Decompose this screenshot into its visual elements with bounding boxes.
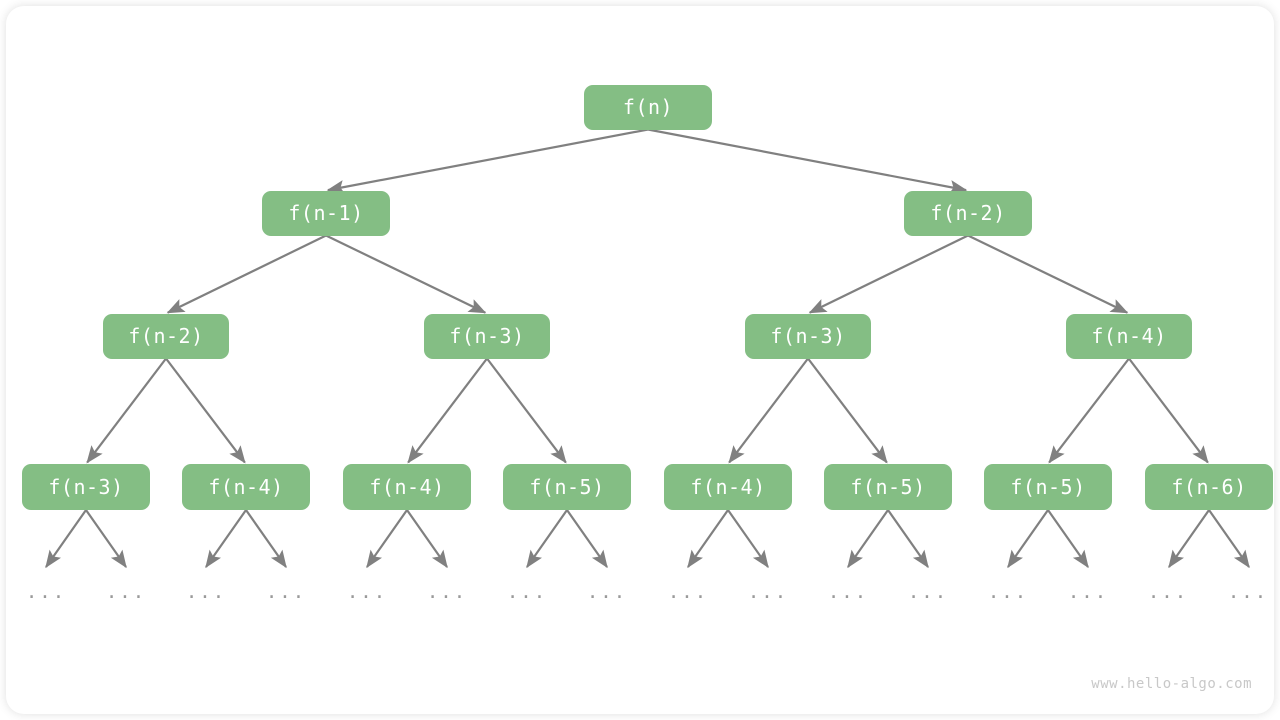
tree-node-fn: f(n) <box>584 84 712 130</box>
tree-edge <box>325 234 487 314</box>
tree-stub-edge <box>566 509 608 569</box>
tree-node-fn-3: f(n-3) <box>424 313 550 359</box>
ellipsis-marker: ... <box>1147 581 1189 603</box>
tree-stub-edge <box>1047 509 1089 569</box>
ellipsis-marker: ... <box>105 581 147 603</box>
tree-stub-edge <box>1168 509 1210 569</box>
tree-node-fn-4: f(n-4) <box>1066 313 1192 359</box>
tree-edge <box>1128 357 1209 464</box>
tree-node-label: f(n-2) <box>930 201 1006 225</box>
tree-node-fn-5: f(n-5) <box>824 464 952 510</box>
ellipsis-marker: ... <box>667 581 709 603</box>
tree-edge <box>486 357 567 464</box>
tree-node-fn-3: f(n-3) <box>745 313 871 359</box>
tree-stub-edge <box>406 509 448 569</box>
tree-node-fn-4: f(n-4) <box>664 464 792 510</box>
ellipsis-marker: ... <box>586 581 628 603</box>
ellipsis-marker: ... <box>25 581 67 603</box>
tree-stub-edge <box>687 509 729 569</box>
ellipsis-marker: ... <box>265 581 307 603</box>
tree-stub-edge <box>45 509 87 569</box>
tree-edge <box>808 234 969 314</box>
tree-node-fn-4: f(n-4) <box>343 464 471 510</box>
tree-node-fn-2: f(n-2) <box>904 190 1032 236</box>
tree-node-fn-4: f(n-4) <box>182 464 310 510</box>
tree-stub-edge <box>727 509 769 569</box>
tree-node-fn-1: f(n-1) <box>262 190 390 236</box>
ellipsis-marker: ... <box>747 581 789 603</box>
tree-node-label: f(n-3) <box>449 324 525 348</box>
tree-edge <box>728 357 809 464</box>
tree-node-label: f(n) <box>622 95 674 119</box>
ellipsis-marker: ... <box>506 581 548 603</box>
ellipsis-marker: ... <box>426 581 468 603</box>
tree-edge <box>407 357 488 464</box>
ellipsis-marker: ... <box>346 581 388 603</box>
ellipsis-marker: ... <box>185 581 227 603</box>
tree-node-fn-5: f(n-5) <box>984 464 1112 510</box>
tree-node-fn-3: f(n-3) <box>22 464 150 510</box>
tree-stub-edge <box>245 509 287 569</box>
tree-node-label: f(n-5) <box>850 475 926 499</box>
edge-layer <box>45 128 1250 569</box>
tree-edge <box>166 234 327 314</box>
tree-stub-edge <box>205 509 247 569</box>
tree-node-fn-5: f(n-5) <box>503 464 631 510</box>
ellipsis-marker: ... <box>1067 581 1109 603</box>
ellipsis-marker: ... <box>987 581 1029 603</box>
tree-stub-edge <box>1208 509 1250 569</box>
tree-node-label: f(n-4) <box>690 475 766 499</box>
tree-stub-edge <box>847 509 889 569</box>
tree-node-label: f(n-5) <box>529 475 605 499</box>
tree-edge <box>807 357 888 464</box>
tree-stub-edge <box>1007 509 1049 569</box>
ellipsis-marker: ... <box>827 581 869 603</box>
ellipsis-marker: ... <box>1227 581 1269 603</box>
tree-node-label: f(n-4) <box>1091 324 1167 348</box>
tree-node-fn-2: f(n-2) <box>103 313 229 359</box>
tree-edge <box>967 234 1129 314</box>
tree-stub-edge <box>85 509 127 569</box>
watermark: www.hello-algo.com <box>1091 676 1252 692</box>
tree-edge <box>647 128 968 194</box>
tree-edge <box>326 128 649 195</box>
tree-node-fn-6: f(n-6) <box>1145 464 1273 510</box>
tree-edge <box>86 357 167 464</box>
tree-node-label: f(n-1) <box>288 201 364 225</box>
tree-stub-edge <box>887 509 929 569</box>
tree-node-label: f(n-5) <box>1010 475 1086 499</box>
tree-edge <box>1048 357 1130 464</box>
ellipsis-marker: ... <box>907 581 949 603</box>
tree-node-label: f(n-2) <box>128 324 204 348</box>
tree-stub-edges <box>45 509 1250 569</box>
tree-edges <box>86 128 1209 464</box>
diagram-card: f(n) f(n-1) f(n-2) f(n-2) f(n-3) f(n-3) f(n-4)… <box>6 6 1274 714</box>
tree-node-label: f(n-4) <box>208 475 284 499</box>
tree-node-label: f(n-4) <box>369 475 445 499</box>
tree-edge <box>165 357 246 464</box>
tree-node-label: f(n-3) <box>48 475 124 499</box>
tree-node-label: f(n-3) <box>770 324 846 348</box>
tree-stub-edge <box>526 509 568 569</box>
tree-stub-edge <box>366 509 408 569</box>
tree-node-label: f(n-6) <box>1171 475 1247 499</box>
